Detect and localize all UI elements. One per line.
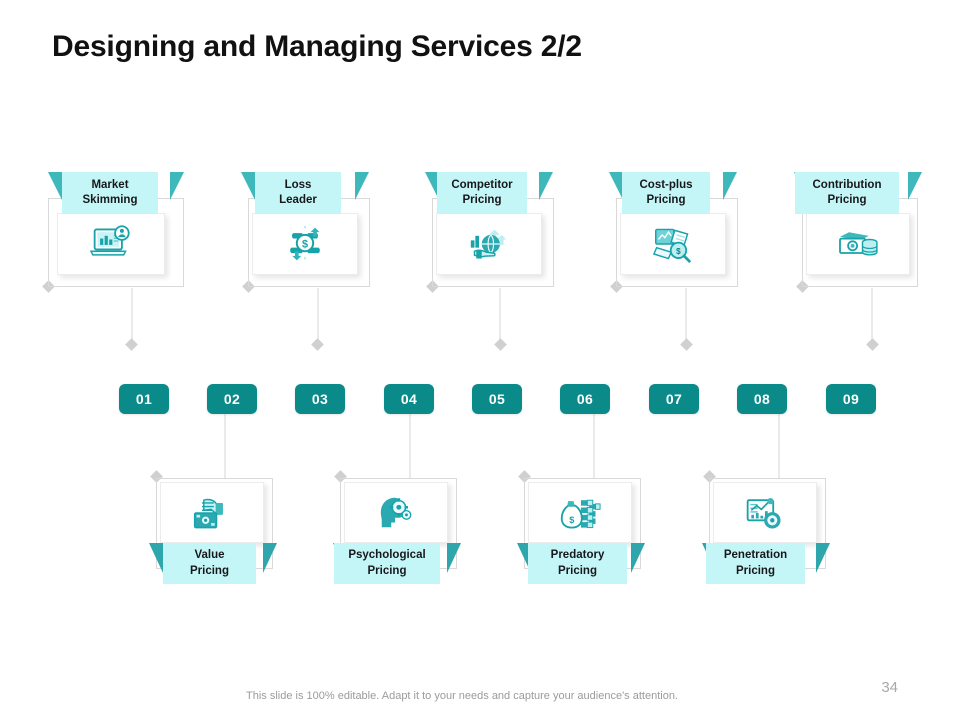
label-line-2: Pricing [558, 564, 597, 577]
laptop-analytics-user-icon [89, 225, 130, 256]
label-line-1: Cost-plus [639, 178, 693, 191]
hand-money-card-icon [193, 498, 223, 528]
ribbon-tail-left [48, 172, 62, 200]
hand-globe-growth-icon [470, 229, 507, 259]
ribbon-tail-right [908, 172, 922, 200]
step-badge-01[interactable]: 01 [119, 384, 169, 414]
top-card-5-label: Contribution Pricing [795, 172, 899, 214]
card-icon-body: $ [528, 482, 632, 543]
head-gears-icon [380, 497, 412, 527]
label-line-2: Pricing [462, 194, 502, 206]
chart-target-growth-icon [746, 497, 781, 529]
ribbon-tail-left [517, 543, 531, 573]
step-badge-05[interactable]: 05 [472, 384, 522, 414]
top-card-1-label: Market Skimming [62, 172, 158, 214]
svg-text:$: $ [302, 239, 308, 251]
card-icon-body [806, 213, 910, 275]
card-icon-body: $ [252, 213, 358, 275]
ribbon-tail-right [170, 172, 184, 200]
label-line-1: Predatory [550, 549, 605, 562]
label-line-2: Pricing [827, 194, 867, 206]
documents-magnifier-dollar-icon: $ [652, 228, 691, 263]
step-badge-09[interactable]: 09 [826, 384, 876, 414]
bottom-card-3-label: Predatory Pricing [528, 543, 627, 584]
card-icon-body [713, 482, 817, 543]
step-badge-04[interactable]: 04 [384, 384, 434, 414]
ribbon-tail-right [723, 172, 737, 200]
step-badge-03[interactable]: 03 [295, 384, 345, 414]
label-line-2: Pricing [367, 564, 407, 577]
label-line-1: Penetration [723, 549, 788, 562]
ribbon-tail-left [241, 172, 255, 200]
ribbon-tail-left [609, 172, 623, 200]
page-number: 34 [881, 679, 898, 696]
label-line-1: Value [194, 549, 225, 562]
bottom-card-1-label: Value Pricing [163, 543, 256, 584]
label-line-1: Competitor [451, 178, 513, 191]
step-badge-02[interactable]: 02 [207, 384, 257, 414]
svg-text:$: $ [676, 247, 681, 256]
ribbon-tail-right [631, 543, 645, 573]
bottom-card-4-label: Penetration Pricing [706, 543, 805, 584]
dollar-exchange-arrows-icon: $ [290, 225, 320, 262]
top-card-2-label: Loss Leader [255, 172, 341, 214]
step-badge-06[interactable]: 06 [560, 384, 610, 414]
label-line-1: Loss [284, 178, 312, 191]
ribbon-tail-right [355, 172, 369, 200]
label-line-2: Pricing [736, 564, 775, 577]
money-bag-stacks-icon: $ [560, 499, 601, 529]
label-line-2: Leader [279, 194, 317, 206]
bottom-card-2-label: Psychological Pricing [334, 543, 440, 584]
connector-node [42, 280, 879, 483]
ribbon-tail-right [816, 543, 830, 573]
step-badge-07[interactable]: 07 [649, 384, 699, 414]
ribbon-tail-right [263, 543, 277, 573]
label-line-1: Psychological [348, 549, 426, 562]
card-icon-body [160, 482, 264, 543]
svg-text:$: $ [569, 515, 574, 525]
page-title: Designing and Managing Services 2/2 [52, 30, 582, 63]
label-line-1: Market [91, 178, 129, 191]
label-line-2: Pricing [646, 194, 686, 206]
card-icon-body [57, 213, 165, 275]
label-line-2: Skimming [82, 194, 138, 206]
ribbon-tail-left [425, 172, 439, 200]
ribbon-tail-right [539, 172, 553, 200]
ribbon-tail-left [149, 543, 163, 573]
footer-note: This slide is 100% editable. Adapt it to… [246, 690, 678, 702]
cash-coins-icon [839, 232, 878, 256]
top-card-3-label: Competitor Pricing [437, 172, 527, 214]
top-card-4-label: Cost-plus Pricing [622, 172, 710, 214]
label-line-1: Contribution [812, 178, 882, 191]
label-line-2: Pricing [190, 564, 229, 577]
card-icon-body [436, 213, 542, 275]
ribbon-tail-right [447, 543, 461, 573]
step-badge-08[interactable]: 08 [737, 384, 787, 414]
card-icon-body [344, 482, 448, 543]
card-icon-body: $ [620, 213, 726, 275]
